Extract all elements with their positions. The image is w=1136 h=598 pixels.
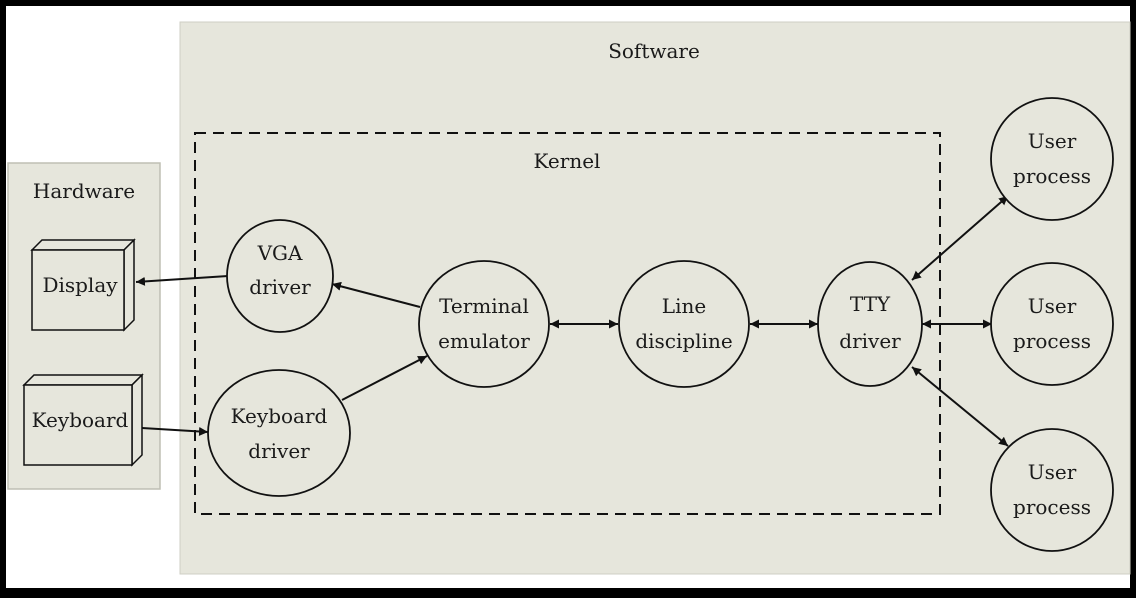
user-process-node-1: User process bbox=[990, 97, 1114, 221]
terminal-emulator-node: Terminal emulator bbox=[418, 260, 550, 388]
keyboard-device: Keyboard bbox=[22, 373, 144, 467]
line-discipline-line2: discipline bbox=[635, 329, 732, 353]
edges bbox=[135, 195, 1009, 447]
keyboard-label: Keyboard bbox=[32, 408, 129, 432]
user-process-node-2: User process bbox=[990, 262, 1114, 386]
terminal-emulator-line2: emulator bbox=[438, 329, 530, 353]
user-process-2-line1: User bbox=[1028, 294, 1077, 318]
vga-driver-line1: VGA bbox=[257, 241, 303, 265]
keyboard-driver-line1: Keyboard bbox=[231, 404, 328, 428]
keyboard-driver-line2: driver bbox=[248, 439, 310, 463]
terminal-emulator-line1: Terminal bbox=[439, 294, 529, 318]
edge-keyboard-driver-to-terminal bbox=[341, 355, 428, 401]
user-process-2-line2: process bbox=[1013, 329, 1091, 353]
user-process-3-line1: User bbox=[1028, 460, 1077, 484]
kernel-cluster bbox=[194, 132, 941, 515]
user-process-1-line1: User bbox=[1028, 129, 1077, 153]
vga-driver-line2: driver bbox=[249, 275, 311, 299]
edge-terminal-to-vga bbox=[331, 281, 421, 308]
tty-driver-line1: TTY bbox=[850, 292, 891, 316]
user-process-3-line2: process bbox=[1013, 495, 1091, 519]
kernel-label: Kernel bbox=[534, 149, 601, 173]
keyboard-driver-node: Keyboard driver bbox=[207, 369, 351, 497]
line-discipline-node: Line discipline bbox=[618, 260, 750, 388]
vga-driver-node: VGA driver bbox=[226, 219, 334, 333]
tty-driver-node: TTY driver bbox=[817, 261, 923, 387]
software-label: Software bbox=[608, 39, 700, 63]
user-process-node-3: User process bbox=[990, 428, 1114, 552]
hardware-label: Hardware bbox=[33, 179, 135, 203]
display-device: Display bbox=[30, 238, 136, 332]
display-label: Display bbox=[42, 273, 118, 297]
line-discipline-line1: Line bbox=[662, 294, 706, 318]
edge-tty-user3 bbox=[911, 366, 1009, 447]
edge-tty-user1 bbox=[911, 195, 1009, 281]
edge-vga-to-display bbox=[135, 275, 229, 286]
tty-driver-line2: driver bbox=[839, 329, 901, 353]
edge-keyboard-to-keyboard-driver bbox=[141, 426, 209, 436]
user-process-1-line2: process bbox=[1013, 164, 1091, 188]
